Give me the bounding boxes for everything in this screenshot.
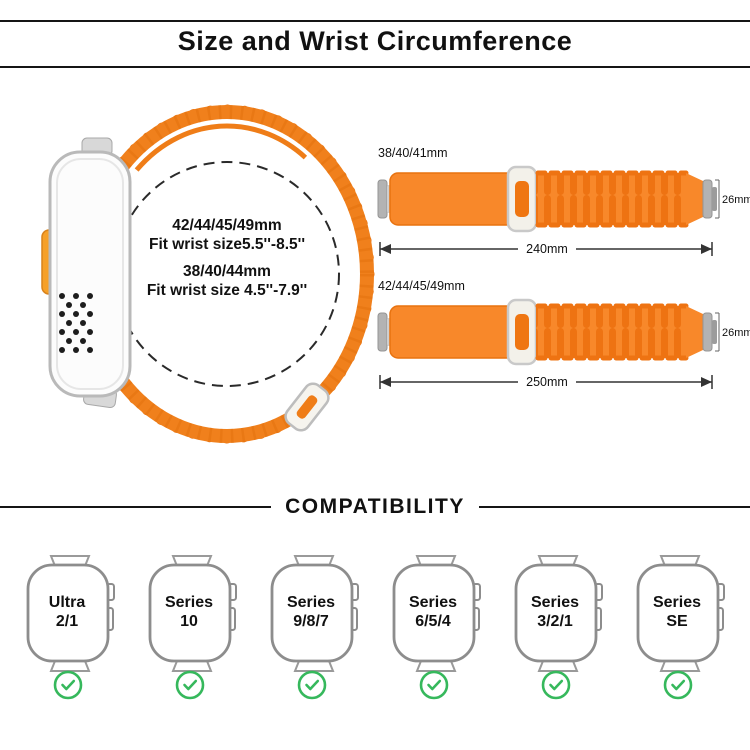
size-line-1: 42/44/45/49mm [172,217,282,234]
model-name-line2: 2/1 [56,613,78,630]
model-name-line1: Series [653,594,701,611]
band-diagram-38-40-41: 38/40/41mm 26mm 240mm [377,146,750,256]
model-name-line2: 9/8/7 [293,613,329,630]
model-name-line2: 6/5/4 [415,613,451,630]
model-name-line1: Series [531,594,579,611]
size-line-3: 38/40/44mm [183,263,271,280]
model-name-line2: 3/2/1 [537,613,573,630]
band-length-label: 250mm [526,375,568,389]
band-size-label: 42/44/45/49mm [378,279,465,293]
width-bracket [715,179,720,219]
compatibility-section-heading: COMPATIBILITY [0,495,750,519]
check-icon [53,670,83,700]
watch-outline-icon: Series SE [636,555,725,700]
compat-divider-left [0,505,272,509]
compatible-models-row: Ultra 2/1 Series 10 [0,552,750,702]
compat-divider-right [478,505,750,509]
check-icon [419,670,449,700]
length-dimension-arrow [379,242,713,256]
band-diagram-42-44-45-49: 42/44/45/49mm 26mm 250mm [377,279,750,389]
model-name-line1: Series [165,594,213,611]
model-series-10: Series 10 [137,552,247,702]
watch-outline-icon: Series 10 [148,555,237,700]
page-title: Size and Wrist Circumference [177,26,573,56]
watch-outline-icon: Series 6/5/4 [392,555,481,700]
size-line-2: Fit wrist size5.5''-8.5'' [148,236,306,253]
strap-buckle [506,165,538,233]
model-series-9-8-7: Series 9/8/7 [259,552,369,702]
check-icon [175,670,205,700]
model-ultra-2-1: Ultra 2/1 [15,552,125,702]
watch-outline-icon: Series 9/8/7 [270,555,359,700]
strap-left-segment [389,305,515,359]
band-inner-strand [97,123,357,425]
model-name-line2: 10 [180,613,198,630]
strap-left-segment [389,172,515,226]
length-dimension-arrow [379,375,713,389]
model-name-line1: Series [287,594,335,611]
band-size-label: 38/40/41mm [378,146,447,160]
model-name-line1: Ultra [49,594,86,611]
strap-buckle [506,298,538,366]
watch-outline-icon: Ultra 2/1 [26,555,115,700]
size-circle-text: 42/44/45/49mm Fit wrist size5.5''-8.5'' … [117,216,337,300]
strap-ridged-segment [535,303,703,361]
model-series-se: Series SE [625,552,735,702]
model-name-line1: Series [409,594,457,611]
check-icon [541,670,571,700]
band-width-label: 26mm [722,194,750,206]
band-length-label: 240mm [526,242,568,256]
model-series-6-5-4: Series 6/5/4 [381,552,491,702]
watch-ultra-band-illustration [41,104,375,444]
right-lug-adapter [702,312,717,352]
watch-outline-icon: Series 3/2/1 [514,555,603,700]
size-line-4: Fit wrist size 4.5''-7.9'' [146,282,308,299]
right-lug-adapter [702,179,717,219]
check-icon [663,670,693,700]
watch-bezel [56,158,124,390]
title-divider-top [0,20,750,22]
title-divider-bottom [0,66,750,68]
watch-case [48,150,132,398]
width-bracket [715,312,720,352]
band-width-label: 26mm [722,327,750,339]
g-hook-buckle [284,382,330,432]
speaker-holes [59,293,93,353]
model-name-line2: SE [666,613,688,630]
check-icon [297,670,327,700]
strap-ridged-segment [535,170,703,228]
model-series-3-2-1: Series 3/2/1 [503,552,613,702]
compatibility-title: COMPATIBILITY [285,495,465,518]
